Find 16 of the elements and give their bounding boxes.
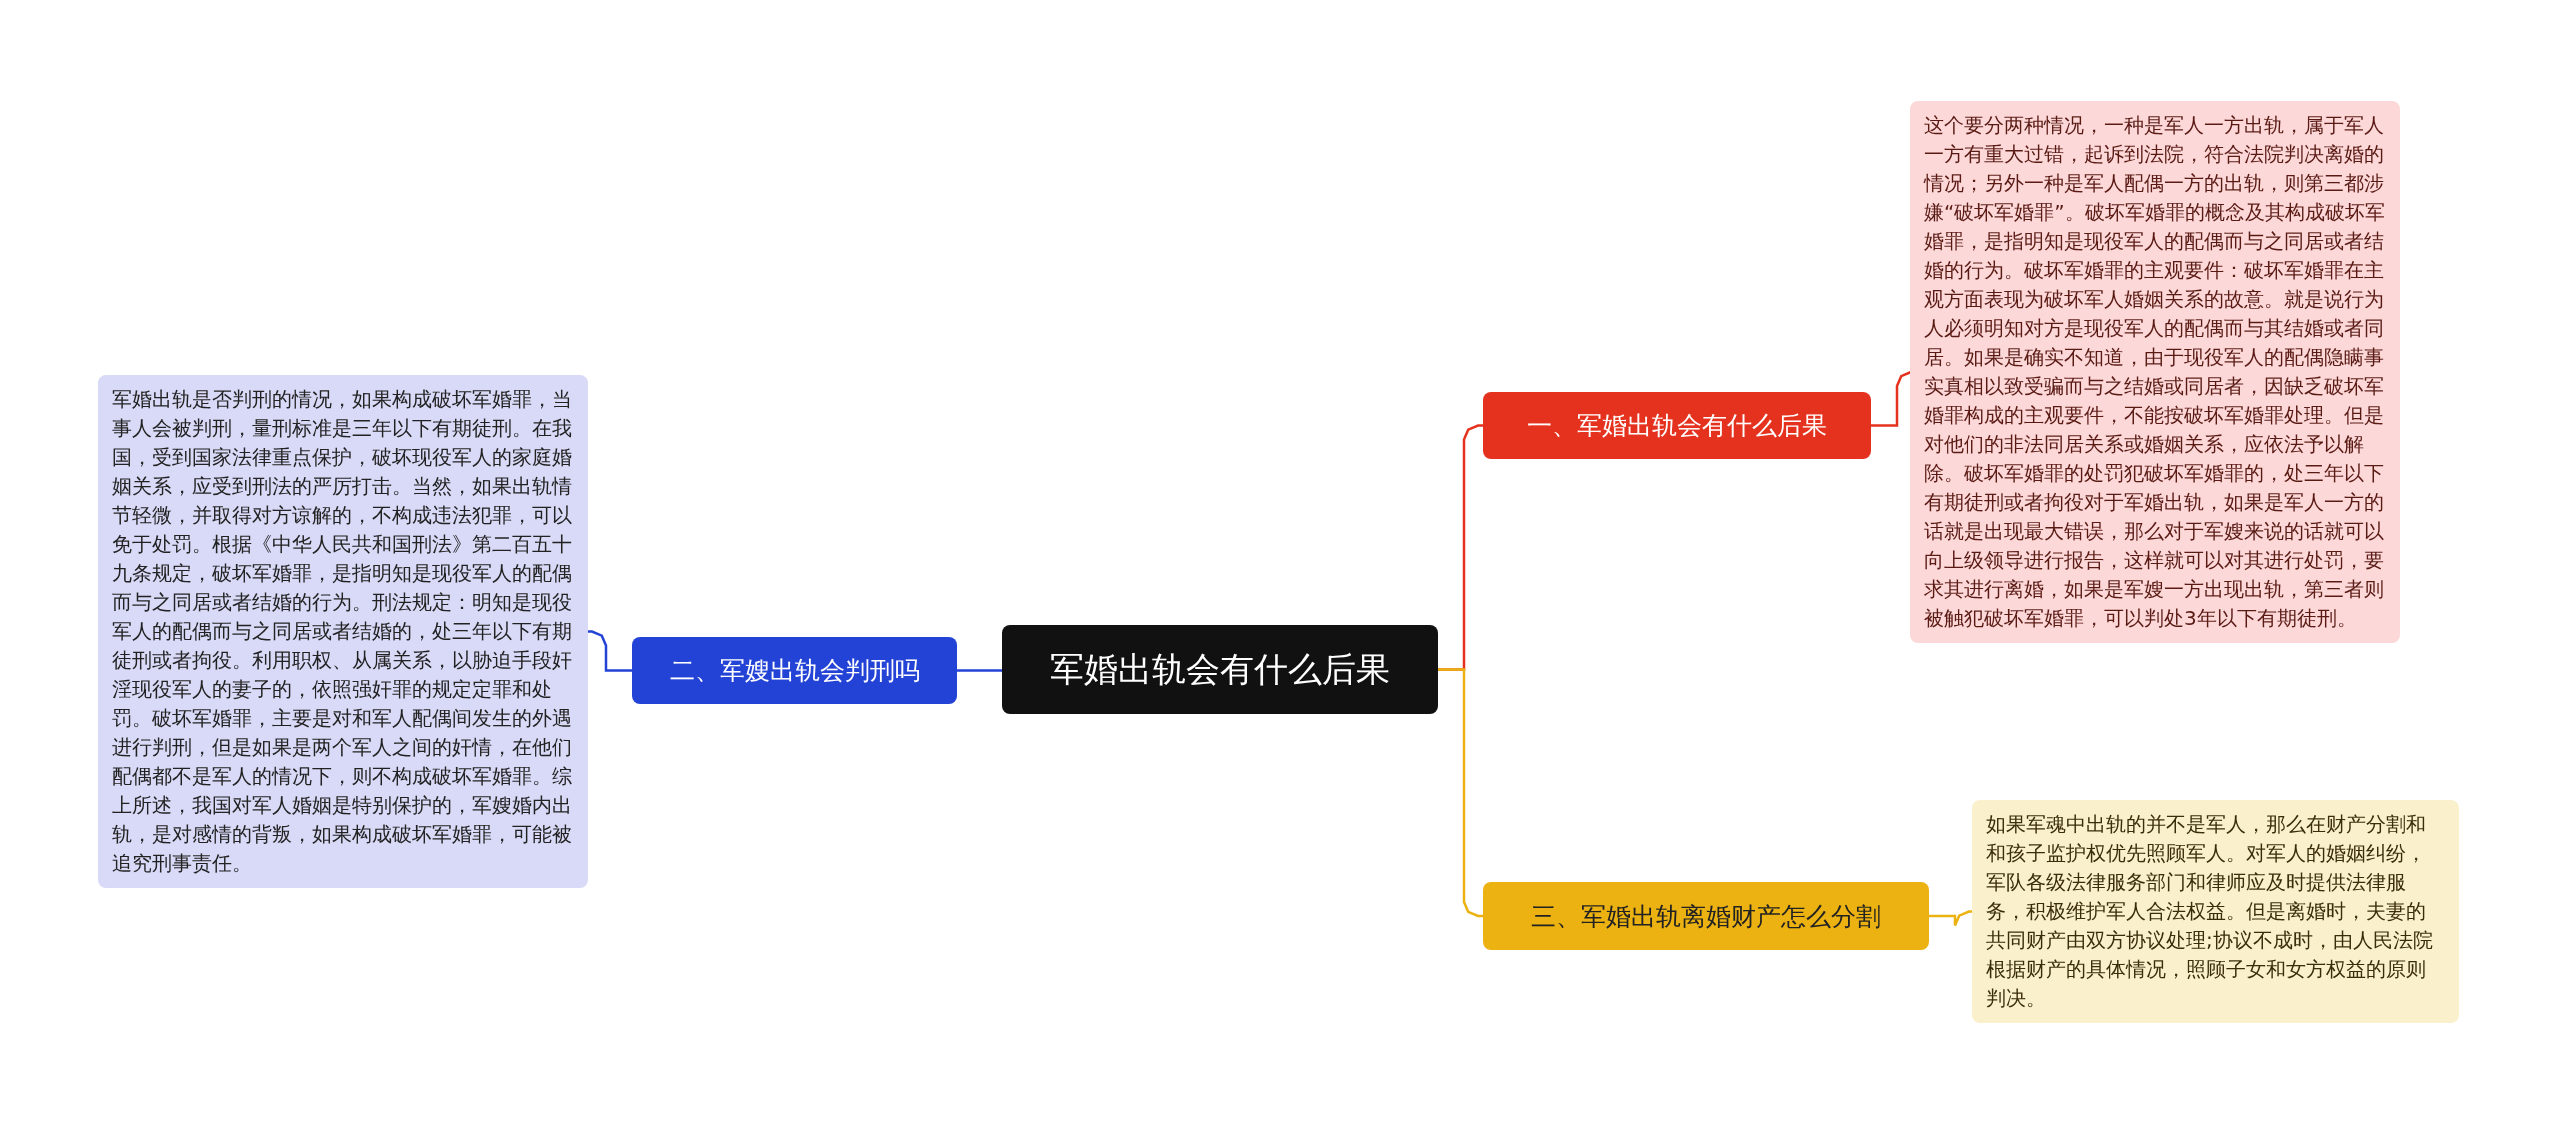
connector-line [957,669,1002,672]
note-text: 这个要分两种情况，一种是军人一方出轨，属于军人一方有重大过错，起诉到法院，符合法院判决离婚的情况；另外一种是军人配偶一方的出轨，则第三都涉嫌“破坏军婚罪”。破坏军婚罪的概念及其构成破坏军婚罪，是指明知是现役军人的配偶而与之同居或者结婚的行为。破坏军婚罪的主观要件：破坏军婚罪在主观方面表现为破坏军人婚姻关系的故意。就是说行为人必须明知对方是现役军人的配偶而与其结婚或者同居。如果是确实不知道，由于现役军人的配偶隐瞒事实真相以致受骗而与之结婚或同居者，因缺乏破坏军婚罪构成的主观要件，不能按破坏军婚罪处理。但是对他们的非法同居关系或婚姻关系，应依法予以解除。破坏军婚罪的处罚犯破坏军婚罪的，处三年以下有期徒刑或者拘役对于军婚出轨，如果是军人一方的话就是出现最大错误，那么对于军嫂来说的话就可以向上级领导进行报告，这样就可以对其进行处罚，要求其进行离婚，如果是军嫂一方出现出轨，第三者则被触犯破坏军婚罪，可以判处3年以下有期徒刑。 [1924,113,2385,630]
branch-topic [632,637,957,704]
branch-topic [1483,392,1871,459]
central-topic [1002,625,1438,714]
topic-text: 三、军婚出轨离婚财产怎么分割 [1531,900,1881,933]
note-text: 军婚出轨是否判刑的情况，如果构成破坏军婚罪，当事人会被判刑，量刑标准是三年以下有期徒刑。在我国，受到国家法律重点保护，破坏现役军人的家庭婚姻关系，应受到刑法的严厉打击。当然，如果出轨情节轻微，并取得对方谅解的，不构成违法犯罪，可以免于处罚。根据《中华人民共和国刑法》第二百五十九条规定，破坏军婚罪，是指明知是现役军人的配偶而与之同居或者结婚的行为。刑法规定：明知是现役军人的配偶而与之同居或者结婚的，处三年以下有期徒刑或者拘役。利用职权、从属关系，以胁迫手段奸淫现役军人的妻子的，依照强奸罪的规定定罪和处罚。破坏军婚罪，主要是对和军人配偶间发生的外遇进行判刑，但是如果是两个军人之间的奸情，在他们配偶都不是军人的情况下，则不构成破坏军婚罪。综上所述，我国对军人婚姻是特别保护的，军嫂婚内出轨，是对感情的背叛，如果构成破坏军婚罪，可能被追究刑事责任。 [112,387,572,875]
topic-text: 军婚出轨会有什么后果 [1050,647,1390,691]
note-card [1972,800,2459,1023]
branch-topic [1483,882,1929,950]
connector-line [588,630,632,672]
topic-text: 二、军嫂出轨会判刑吗 [669,655,920,687]
topic-text: 一、军婚出轨会有什么后果 [1527,410,1827,442]
note-text: 如果军魂中出轨的并不是军人，那么在财产分割和和孩子监护权优先照顾军人。对军人的婚姻纠纷，军队各级法律服务部门和律师应及时提供法律服务，积极维护军人合法权益。但是离婚时，夫妻的共同财产由双方协议处理;协议不成时，由人民法院根据财产的具体情况，照顾子女和女方权益的原则判决。 [1986,812,2433,1010]
connector-line [1438,668,1483,918]
connector-line [1929,910,1972,927]
